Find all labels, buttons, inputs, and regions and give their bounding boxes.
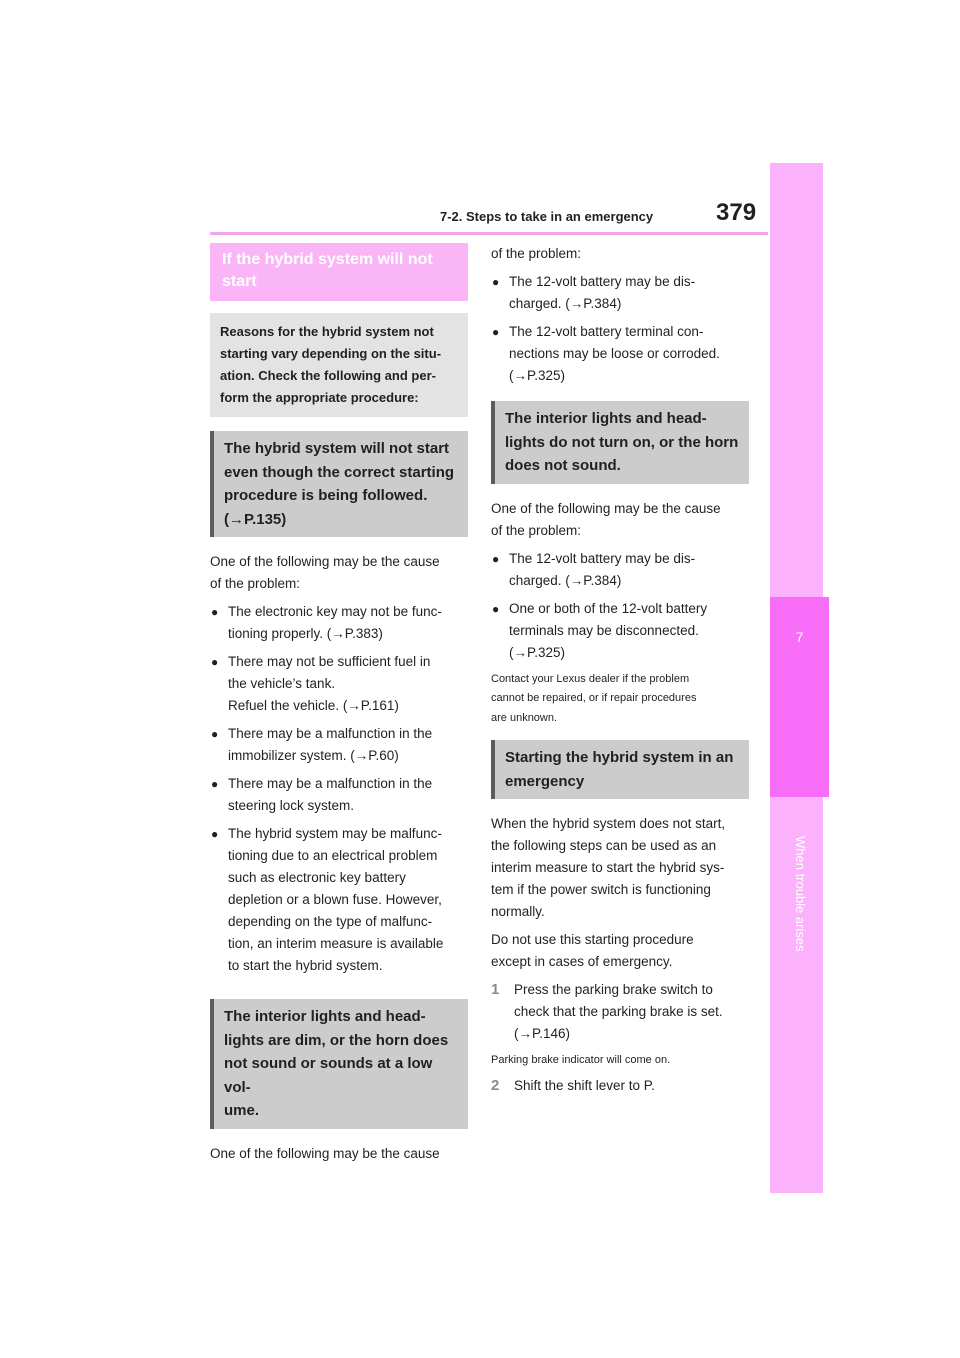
bullet-item: ●One or both of the 12-volt battery term… bbox=[491, 598, 749, 664]
bullet-item: ●The 12-volt battery may be dis- charged… bbox=[491, 271, 749, 315]
bullet-icon: ● bbox=[211, 777, 219, 791]
chapter-number-box bbox=[770, 597, 829, 797]
bullet-icon: ● bbox=[211, 727, 219, 741]
bullet-icon: ● bbox=[492, 601, 500, 616]
paragraph: of the problem: bbox=[491, 246, 582, 261]
step-number: 2 bbox=[491, 1076, 500, 1094]
bullet-item: ●The electronic key may not be func- tio… bbox=[210, 601, 468, 645]
chapter-title: When trouble arises bbox=[793, 836, 808, 952]
left-column: If the hybrid system will not start Reas… bbox=[210, 243, 468, 1171]
paragraph: One of the following may be the cause of… bbox=[491, 500, 721, 538]
paragraph: When the hybrid system does not start, t… bbox=[491, 816, 726, 919]
bullet-item: ●The hybrid system may be malfunc- tioni… bbox=[210, 823, 468, 977]
bullet-item: ●There may be a malfunction in the steer… bbox=[210, 773, 468, 817]
bullet-icon: ● bbox=[492, 325, 500, 339]
intro-box: Reasons for the hybrid system not starti… bbox=[210, 313, 468, 417]
bullet-icon: ● bbox=[492, 275, 500, 289]
step-number: 1 bbox=[491, 981, 500, 998]
bullet-icon: ● bbox=[211, 605, 219, 619]
bullet-item: ●The 12-volt battery may be dis- charged… bbox=[491, 548, 749, 592]
page-number: 379 bbox=[716, 199, 757, 226]
bullet-icon: ● bbox=[211, 655, 219, 669]
bullet-item: ●There may not be sufficient fuel in the… bbox=[210, 651, 468, 717]
step-note: Parking brake indicator will come on. bbox=[491, 1054, 671, 1066]
subheading-lights-off: The interior lights and head- lights do … bbox=[491, 401, 749, 484]
paragraph: One of the following may be the cause bbox=[210, 1145, 440, 1161]
right-column: of the problem: ●The 12-volt battery may… bbox=[491, 243, 749, 1103]
subheading-lights-dim: The interior lights and head- lights are… bbox=[210, 999, 468, 1129]
bullet-item: ●The 12-volt battery terminal con- necti… bbox=[491, 321, 749, 387]
paragraph: Do not use this starting procedure excep… bbox=[491, 932, 694, 969]
bullet-item: ●There may be a malfunction in the immob… bbox=[210, 723, 468, 767]
bullet-icon: ● bbox=[211, 827, 219, 841]
section-title: If the hybrid system will not start bbox=[210, 243, 468, 301]
chapter-number: 7 bbox=[795, 629, 804, 645]
section-header: 7-2. Steps to take in an emergency bbox=[440, 209, 654, 224]
bullet-icon: ● bbox=[492, 551, 500, 566]
paragraph: One of the following may be the cause of… bbox=[210, 554, 440, 591]
header-rule bbox=[210, 232, 768, 235]
note: Contact your Lexus dealer if the problem… bbox=[491, 672, 697, 724]
subheading-emergency-start: Starting the hybrid system in an emergen… bbox=[491, 740, 749, 799]
subheading-correct-procedure: The hybrid system will not start even th… bbox=[210, 431, 468, 537]
